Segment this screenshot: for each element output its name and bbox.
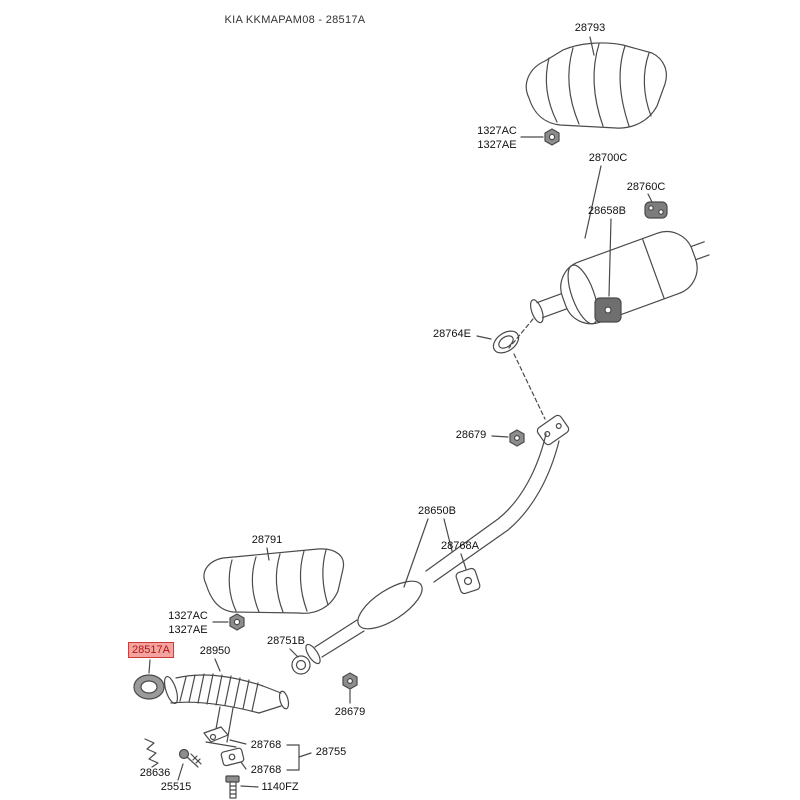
part-label-28768-lower[interactable]: 28768 — [250, 764, 282, 776]
part-label-28636[interactable]: 28636 — [139, 767, 171, 779]
part-label-28791[interactable]: 28791 — [251, 534, 283, 546]
part-label-28650b[interactable]: 28650B — [418, 505, 456, 517]
part-label-28658b[interactable]: 28658B — [588, 205, 626, 217]
part-label-28517a-highlighted[interactable]: 28517A — [128, 642, 174, 658]
part-label-28764e[interactable]: 28764E — [433, 328, 471, 340]
nut-28679-lower-drawing — [342, 672, 358, 704]
part-label-28760c[interactable]: 28760C — [626, 181, 666, 193]
part-label-28755[interactable]: 28755 — [315, 746, 347, 758]
bracket-28768-upper-drawing — [203, 726, 247, 745]
center-pipe-drawing — [305, 433, 560, 665]
part-label-28679-upper[interactable]: 28679 — [455, 429, 487, 441]
front-heat-shield-drawing — [203, 547, 345, 614]
part-label-28768-upper[interactable]: 28768 — [250, 739, 282, 751]
part-label-1327ae-upper[interactable]: 1327AE — [477, 139, 517, 151]
gasket-28751B-drawing — [289, 648, 311, 675]
part-label-1140fz[interactable]: 1140FZ — [261, 781, 299, 793]
part-label-1327ae-lower[interactable]: 1327AE — [168, 624, 208, 636]
muffler-drawing — [530, 165, 710, 325]
flange-upper-drawing — [536, 414, 570, 446]
rear-heat-shield-drawing — [525, 36, 667, 129]
catalytic-converter-drawing — [163, 658, 290, 748]
part-label-28700c[interactable]: 28700C — [588, 152, 628, 164]
gasket-28764E-drawing — [476, 318, 546, 420]
bracket-28768-lower-drawing — [220, 747, 247, 770]
part-label-1327ac-lower[interactable]: 1327AC — [168, 610, 208, 622]
seal-ring-28517A-drawing — [133, 659, 165, 700]
lower-nut-drawing — [212, 613, 245, 631]
hanger-28768A-drawing — [455, 553, 481, 595]
spring-28636-drawing — [144, 738, 159, 768]
upper-nut-drawing — [520, 128, 560, 146]
hanger-28760C-drawing — [644, 193, 668, 219]
part-label-28950[interactable]: 28950 — [199, 645, 231, 657]
part-label-1327ac-upper[interactable]: 1327AC — [477, 125, 517, 137]
nut-28679-upper-drawing — [491, 429, 525, 447]
part-label-25515[interactable]: 25515 — [160, 781, 192, 793]
hanger-28658B-drawing — [594, 218, 622, 323]
part-label-28793[interactable]: 28793 — [574, 22, 606, 34]
bolt-25515-drawing — [177, 748, 202, 781]
bolt-1140FZ-drawing — [225, 775, 259, 799]
part-label-28751b[interactable]: 28751B — [267, 635, 305, 647]
part-label-28679-lower[interactable]: 28679 — [334, 706, 366, 718]
callout-bracket-28755 — [286, 744, 312, 771]
part-label-28768a[interactable]: 28768A — [441, 540, 479, 552]
page-title: KIA KKMAPAM08 - 28517A — [224, 14, 366, 26]
